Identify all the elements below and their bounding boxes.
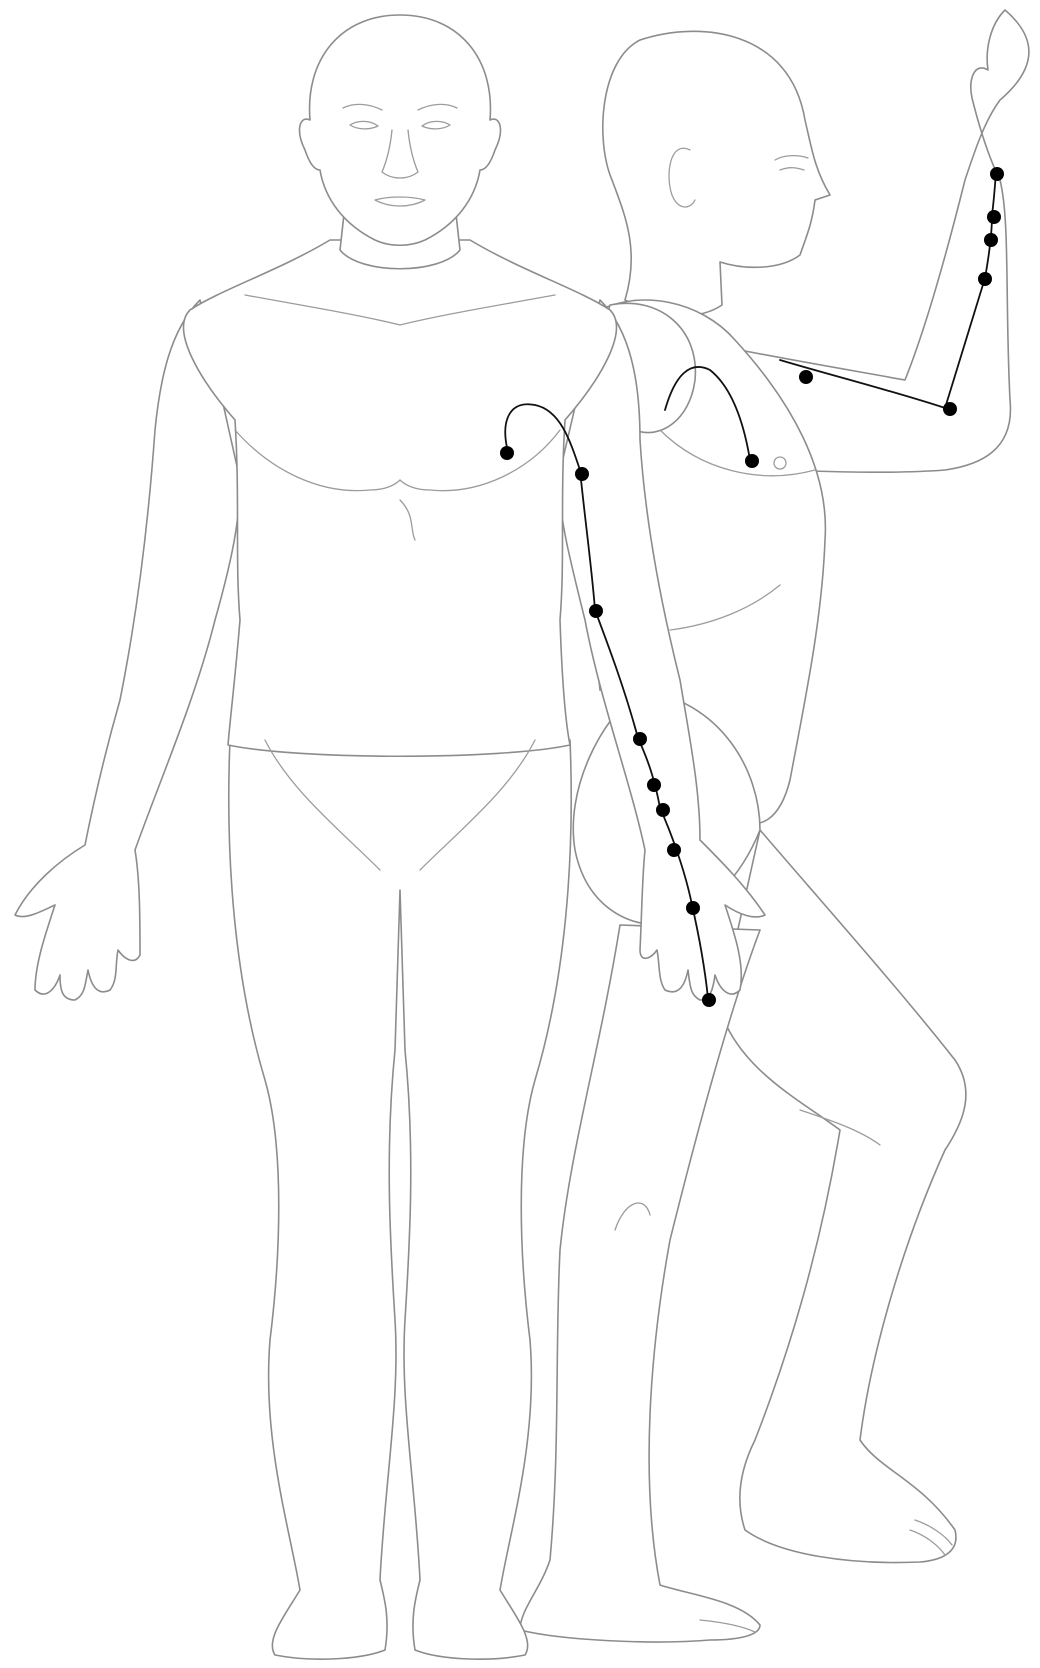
acupoint[interactable] [799,370,813,384]
acupoint[interactable] [702,993,716,1007]
acupoint[interactable] [667,843,681,857]
acupoint[interactable] [984,233,998,247]
acupoint[interactable] [589,604,603,618]
acupoint[interactable] [990,167,1004,181]
acupoint[interactable] [656,803,670,817]
front-left-arm [15,300,240,1000]
side-head [603,31,830,315]
front-legs [229,740,571,1659]
front-head [300,15,501,245]
side-view-figure [520,10,1029,1642]
acupoint[interactable] [575,467,589,481]
acupoint[interactable] [745,454,759,468]
acupoint[interactable] [987,210,1001,224]
side-rear-leg [520,925,760,1642]
acupoint[interactable] [978,272,992,286]
front-torso [184,240,617,756]
acupoint[interactable] [633,732,647,746]
acupoint[interactable] [647,778,661,792]
acupoint[interactable] [943,402,957,416]
acupoint[interactable] [500,446,514,460]
acupoint[interactable] [686,901,700,915]
